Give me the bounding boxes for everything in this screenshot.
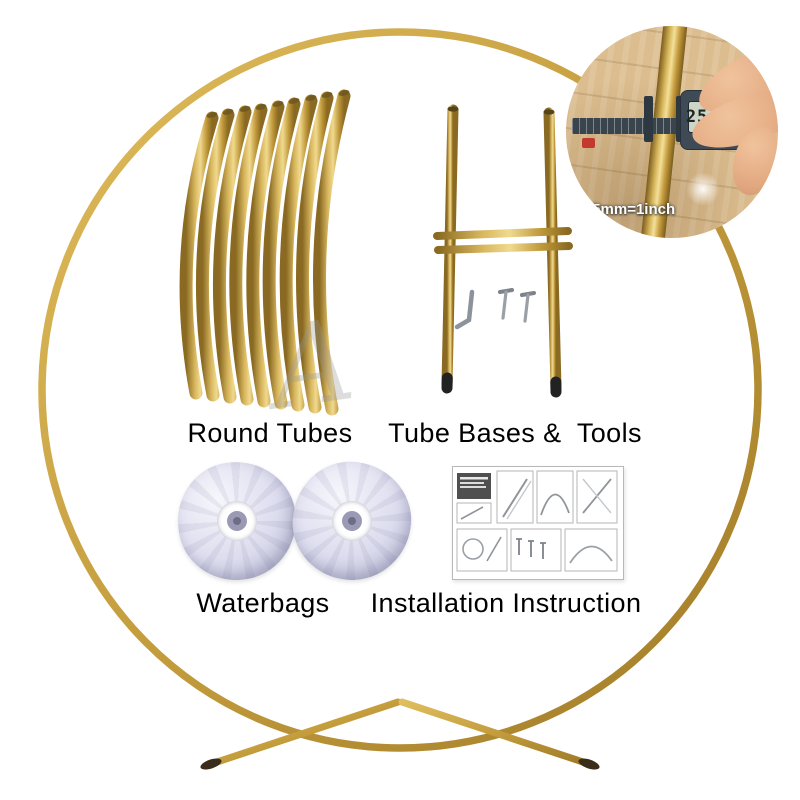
tube-base-graphic bbox=[433, 104, 573, 398]
installation-sheet bbox=[452, 466, 624, 580]
tube-bases-label: Tube Bases & Tools bbox=[388, 418, 642, 448]
caliper-zero-button bbox=[582, 138, 595, 148]
left-foot-graphic bbox=[200, 758, 222, 770]
installation-label: Installation Instruction bbox=[370, 588, 642, 618]
arch-ring-graphic bbox=[38, 28, 762, 752]
round-tubes-label: Round Tubes bbox=[187, 418, 353, 448]
waterbag-grommet bbox=[329, 498, 375, 544]
waterbag-grommet bbox=[215, 499, 259, 543]
tube-open-ends-graphic bbox=[206, 90, 350, 118]
caliper-beam bbox=[572, 118, 696, 134]
light-sparkle-icon bbox=[686, 172, 720, 206]
installation-sheet-graphic bbox=[456, 470, 618, 572]
screw-icon bbox=[498, 288, 514, 320]
right-foot-graphic bbox=[578, 758, 600, 770]
arch-legs-graphic bbox=[200, 698, 600, 770]
tools-graphic bbox=[454, 288, 536, 330]
measurement-inset-photo: 25.02 *25mm=1inch bbox=[566, 26, 778, 238]
allen-key-icon bbox=[454, 289, 475, 330]
caliper-jaw-left bbox=[644, 96, 653, 142]
round-tubes-graphic bbox=[179, 89, 351, 416]
waterbags-label: Waterbags bbox=[196, 588, 330, 618]
inset-caption: *25mm=1inch bbox=[578, 201, 676, 218]
screw-icon bbox=[520, 291, 536, 323]
